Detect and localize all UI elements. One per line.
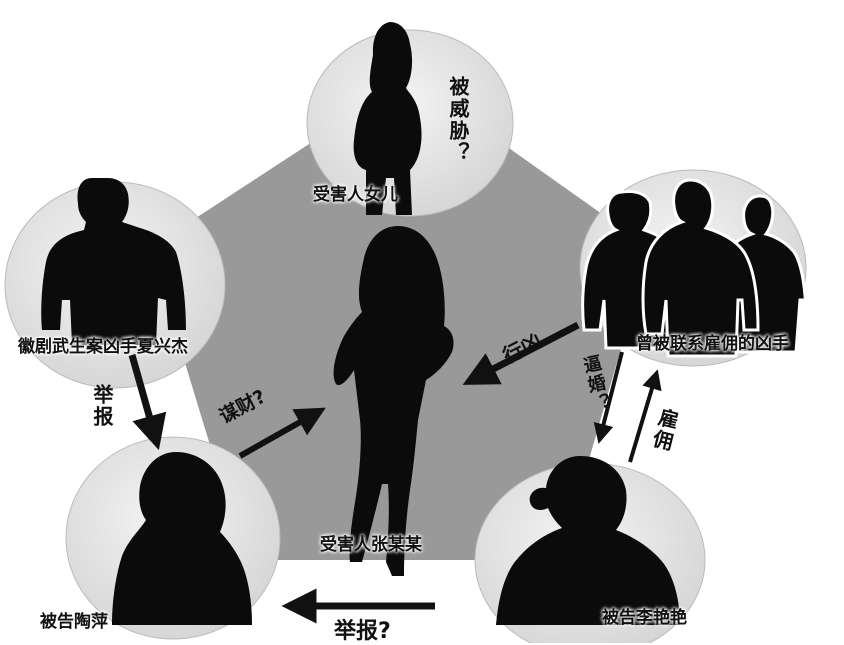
silhouette-convicted-killer bbox=[41, 178, 186, 345]
node-label-convicted-killer: 徽剧武生案凶手夏兴杰 bbox=[18, 337, 188, 357]
arrow-killer-to-tao bbox=[128, 354, 167, 451]
arrow-li-to-hired bbox=[628, 369, 662, 463]
arrow-tao-to-victim bbox=[238, 407, 326, 459]
node-label-defendant-li: 被告李艳艳 bbox=[602, 608, 687, 628]
silhouette-defendant-tao bbox=[112, 452, 252, 625]
node-note-victim-daughter: 被威胁？ bbox=[446, 76, 470, 164]
arrow-hired-to-victim bbox=[462, 321, 580, 385]
silhouette-victim bbox=[333, 226, 454, 576]
arrow-hired-to-li bbox=[593, 351, 624, 444]
node-label-defendant-tao: 被告陶萍 bbox=[40, 612, 108, 632]
node-label-hired-killers: 曾被联系雇佣的凶手 bbox=[636, 334, 789, 354]
node-label-victim: 受害人张某某 bbox=[320, 535, 422, 555]
edge-label-li-to-tao: 举报? bbox=[334, 619, 391, 644]
edge-label-killer-to-tao: 举报 bbox=[90, 384, 114, 428]
silhouette-victim-daughter bbox=[353, 22, 422, 215]
silhouette-hired-killers bbox=[581, 178, 808, 358]
node-label-victim-daughter: 受害人女儿 bbox=[313, 185, 398, 205]
silhouette-defendant-li bbox=[496, 456, 680, 625]
